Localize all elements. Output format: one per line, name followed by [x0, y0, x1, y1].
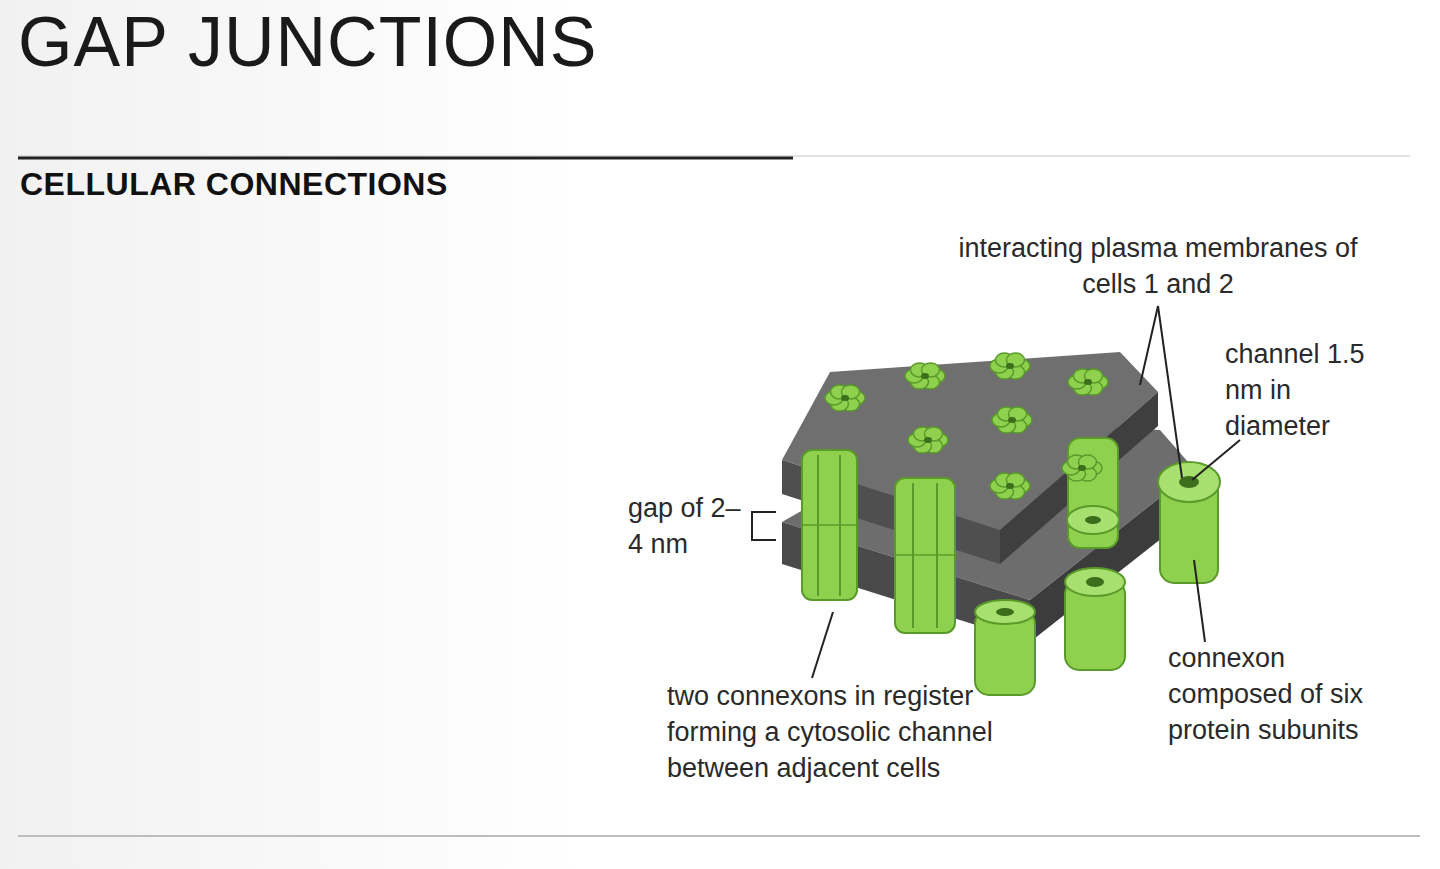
- pore: [921, 373, 929, 379]
- connexon: [1065, 568, 1125, 670]
- rule-bottom: [18, 835, 1420, 837]
- leader-line: [1140, 306, 1158, 385]
- connexon: [975, 600, 1035, 695]
- connexon: [1158, 462, 1220, 583]
- pore: [841, 395, 849, 401]
- pore: [1084, 379, 1092, 385]
- leader-line: [1194, 560, 1205, 642]
- connexon: [1067, 438, 1119, 548]
- pore: [1006, 483, 1014, 489]
- pore: [1078, 465, 1086, 471]
- pore: [1006, 363, 1014, 369]
- slide-subtitle: CELLULAR CONNECTIONS: [20, 166, 448, 203]
- membrane-side: [1000, 392, 1158, 564]
- connexon-pair: [802, 450, 857, 600]
- pore: [1008, 417, 1016, 423]
- callout-label: gap of 2–4 nm: [628, 490, 743, 562]
- slide-title: GAP JUNCTIONS: [18, 2, 598, 82]
- callout-label: interacting plasma membranes of cells 1 …: [950, 230, 1366, 302]
- gap-bracket: [752, 512, 776, 540]
- callout-label: two connexons in register forming a cyto…: [667, 678, 1012, 786]
- connexon-pair: [895, 478, 955, 633]
- callout-label: connexon composed of six protein subunit…: [1168, 640, 1373, 748]
- leader-line: [812, 612, 833, 678]
- connexon-tops: [825, 353, 1108, 499]
- leader-line: [1192, 440, 1240, 480]
- pore: [924, 437, 932, 443]
- rule-dark: [18, 157, 793, 160]
- callout-label: channel 1.5 nm in diameter: [1225, 336, 1373, 444]
- leader-line: [1158, 306, 1182, 478]
